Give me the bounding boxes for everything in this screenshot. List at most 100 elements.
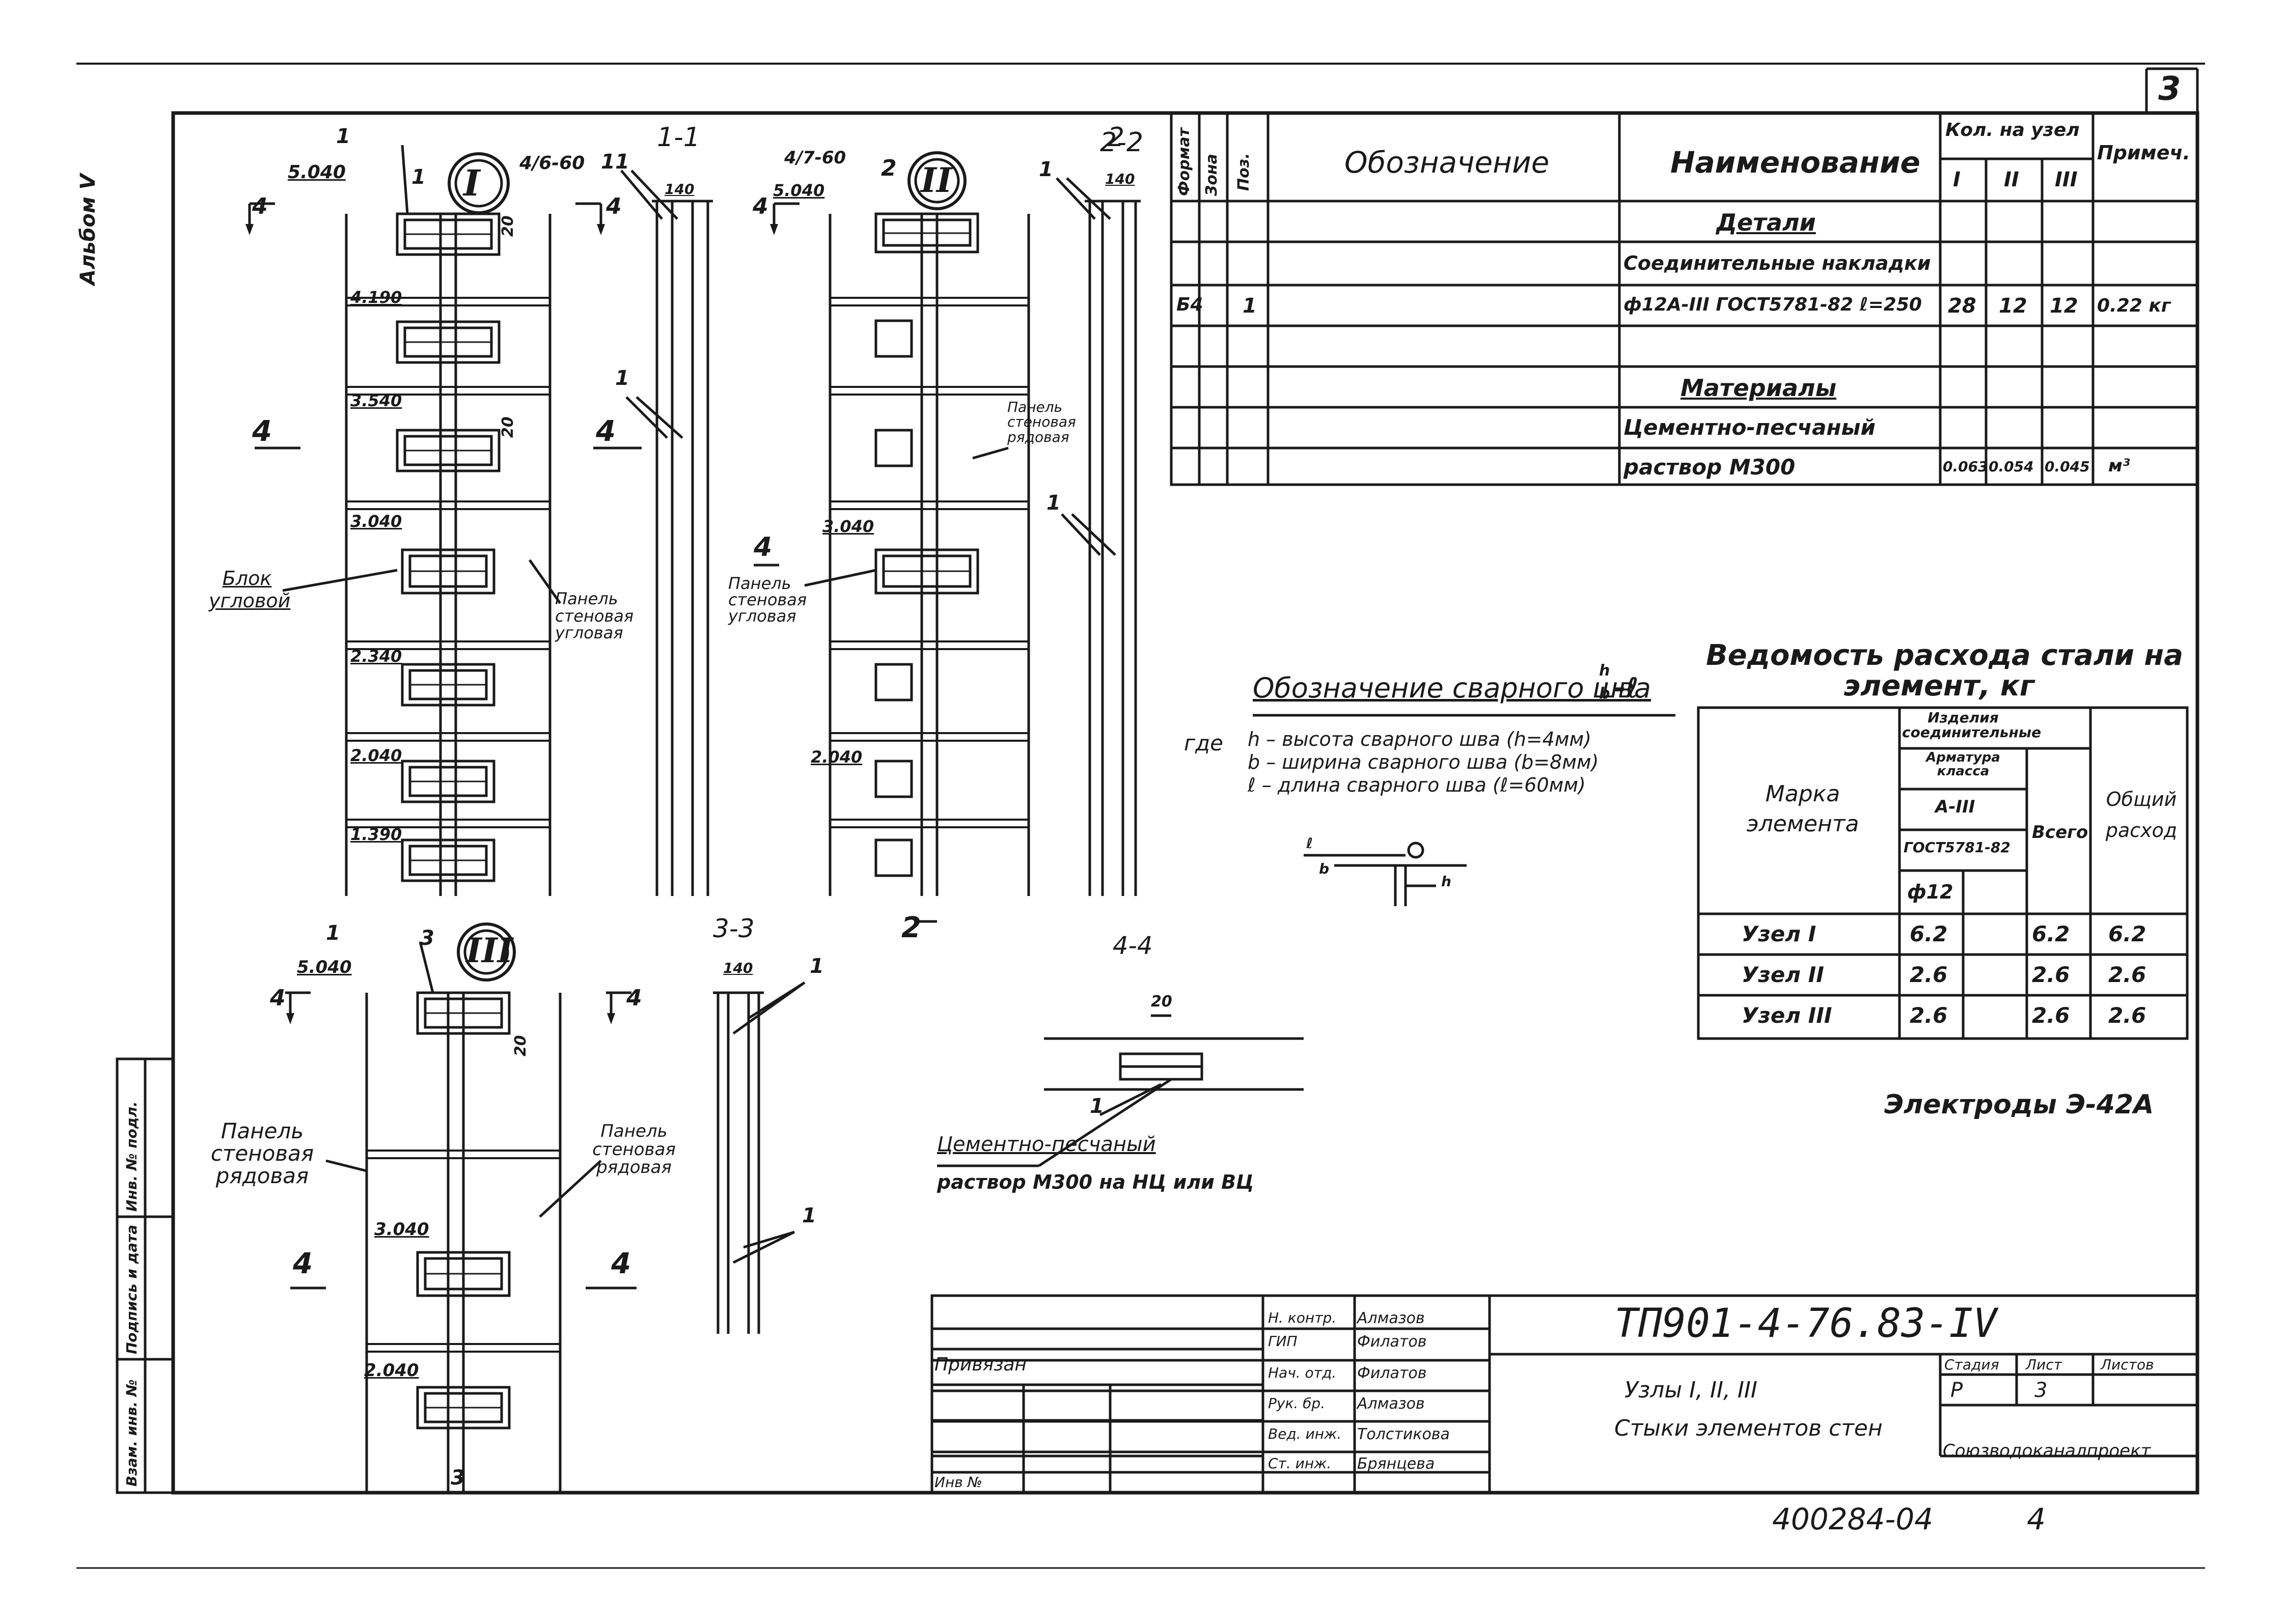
node-1-weld-mark: 4/6-60: [519, 153, 585, 174]
weld-line-b: b – ширина сварного шва (b=8мм): [1248, 751, 1599, 773]
node-1-elev-7: 1.390: [350, 825, 402, 844]
section-2-2-title: 2-2: [1100, 127, 1143, 158]
weld-fraction-suffix: -ℓ: [1614, 672, 1639, 704]
spec-row-unit: м³: [2108, 456, 2130, 476]
steel-col-general: Общий расход: [2105, 788, 2178, 842]
section-1-1-width: 140: [665, 181, 695, 198]
node-1-leader-3: 1: [601, 150, 615, 174]
node-2-weld-mark: 4/7-60: [784, 148, 846, 168]
node-1-leader-1: 1: [336, 125, 350, 148]
node-2-elev-3: 2.040: [811, 747, 863, 767]
node-2-roman: II: [921, 160, 952, 200]
steel-col-group: Изделия соединительные: [1902, 709, 2042, 741]
weld-line-l: ℓ – длина сварного шва (ℓ=60мм): [1248, 774, 1586, 796]
node-1-section-mark-a: 4: [252, 193, 268, 219]
node-1-dim-2: 20: [499, 416, 517, 438]
node-3-dim-1: 20: [512, 1035, 530, 1056]
spec-row-format: Б4: [1176, 294, 1203, 315]
node-2-elev-1: 5.040: [773, 181, 825, 200]
section-4-4-note-2: раствор М300 на НЦ или ВЦ: [937, 1171, 1254, 1193]
spec-col-qty: Кол. на узел: [1945, 120, 2080, 141]
node-3-roman: III: [466, 931, 513, 970]
section-4-4-leader: 1: [1090, 1095, 1104, 1118]
steel-row-2-total: 2.6: [2032, 962, 2070, 987]
section-2-2-leader-2: 1: [1046, 491, 1061, 515]
node-1-elev-2: 4.190: [350, 288, 402, 307]
sheet-number: 3: [2158, 70, 2181, 108]
steel-row-3-total: 2.6: [2032, 1003, 2070, 1028]
spec-row-mortar: Цементно-песчаный: [1623, 415, 1876, 440]
spec-row-mortar-grade: раствор М300: [1623, 455, 1796, 480]
spec-row-m3: 0.045: [2045, 458, 2090, 475]
steel-row-2-mark: Узел II: [1742, 962, 1824, 987]
node-1-section-mark-d: 4: [596, 415, 616, 448]
spec-col-name: Наименование: [1670, 145, 1920, 180]
stage-header: Стадия: [1944, 1356, 1999, 1373]
node-3-section-mark-c: 4: [293, 1247, 313, 1280]
spec-col-designation: Обозначение: [1344, 145, 1550, 180]
node-3-elev-1: 5.040: [297, 957, 352, 977]
node-3-elev-2: 3.040: [374, 1219, 429, 1240]
spec-row-q3: 12: [2050, 294, 2078, 318]
section-2-2-width: 140: [1105, 171, 1135, 187]
sig-role-4: Рук. бр.: [1268, 1395, 1326, 1412]
node-1-section-mark-c: 4: [252, 415, 272, 448]
spec-row-connectors: Соединительные накладки: [1623, 252, 1931, 274]
steel-row-1-d12: 6.2: [1910, 921, 1948, 946]
spec-row-m1: 0.063: [1943, 458, 1988, 475]
steel-col-total: Всего: [2032, 822, 2088, 843]
album-label: Альбом V: [76, 174, 100, 285]
weld-sketch-l: ℓ: [1306, 835, 1313, 852]
spec-col-zone: Зона: [1203, 154, 1221, 196]
node-1-elev-4: 3.040: [350, 512, 402, 531]
spec-row-m2: 0.054: [1989, 458, 2034, 475]
steel-row-3-mark: Узел III: [1742, 1003, 1832, 1028]
section-2-2-leader-1: 1: [1039, 158, 1053, 181]
spec-row-details: Детали: [1716, 209, 1816, 236]
node-3-elev-3: 2.040: [364, 1360, 419, 1381]
node-1-elev-1: 5.040: [288, 162, 346, 183]
node-3-section-mark-d: 4: [611, 1247, 631, 1280]
spec-col-format: Формат: [1175, 128, 1193, 196]
electrodes-note: Электроды Э-42А: [1884, 1089, 2154, 1120]
section-3-3-leader-1: 1: [810, 955, 824, 978]
steel-col-arm: Арматура класса: [1926, 750, 2000, 779]
node-3-cut-mark-b: 3: [451, 1466, 465, 1490]
organization: Союзводоканалпроект: [1943, 1441, 2151, 1461]
section-4-4-note-1: Цементно-песчаный: [937, 1133, 1156, 1156]
steel-row-3-d12: 2.6: [1910, 1003, 1948, 1028]
node-3-label-panel-right: Панель стеновая рядовая: [592, 1121, 676, 1178]
sig-name-3: Филатов: [1357, 1364, 1427, 1382]
steel-row-3-general: 2.6: [2108, 1003, 2146, 1028]
margin-label-inv: Инв. № подл.: [123, 1101, 140, 1212]
section-4-4-dim: 20: [1151, 993, 1172, 1011]
margin-label-replace: Взам. инв. №: [123, 1379, 140, 1487]
spec-col-note: Примеч.: [2097, 142, 2190, 164]
node-1-label-panel: Панель стеновая угловая: [555, 589, 634, 643]
node-2-section-mark-a: 4: [753, 193, 768, 219]
sig-name-6: Брянцева: [1357, 1455, 1435, 1473]
archive-page: 4: [2027, 1502, 2046, 1536]
sig-name-2: Филатов: [1357, 1333, 1427, 1351]
section-1-1-leader-1: 1: [615, 150, 629, 174]
weld-note-title: Обозначение сварного шва: [1253, 672, 1651, 704]
weld-fraction-num: h: [1599, 662, 1610, 680]
node-3-cut-mark-a: 3: [420, 927, 434, 950]
node-1-elev-5: 2.340: [350, 647, 402, 666]
steel-col-mark: Марка элемента: [1746, 781, 1859, 837]
doc-title-2: Стыки элементов стен: [1614, 1415, 1883, 1441]
spec-row-materials: Материалы: [1681, 374, 1837, 402]
steel-row-1-mark: Узел I: [1742, 921, 1816, 946]
node-2-elev-2: 3.040: [822, 517, 874, 536]
section-1-1-title: 1-1: [657, 122, 700, 153]
steel-row-2-d12: 2.6: [1910, 962, 1948, 987]
node-3-section-mark-a: 4: [270, 985, 286, 1011]
node-1-dim-1: 20: [499, 215, 517, 237]
node-3-leader-1: 1: [326, 921, 340, 945]
steel-row-2-general: 2.6: [2108, 962, 2146, 987]
steel-row-1-total: 6.2: [2032, 921, 2070, 946]
spec-row-q1: 28: [1948, 294, 1976, 318]
node-2-cut-mark-b: 2: [1108, 122, 1125, 153]
node-1-elev-3: 3.540: [350, 391, 402, 410]
